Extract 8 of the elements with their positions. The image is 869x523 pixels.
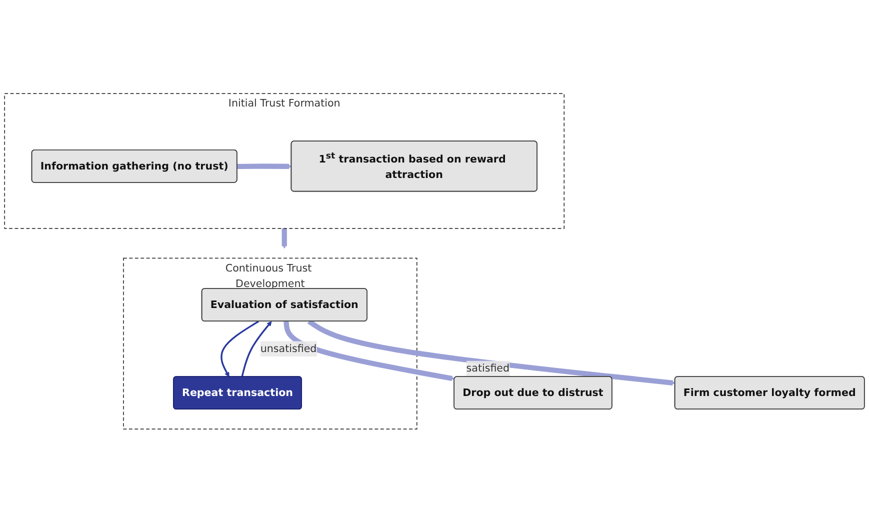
arrow — [241, 321, 272, 378]
arrow — [284, 321, 455, 382]
edge-label: satisfied — [466, 362, 510, 375]
arrow — [282, 228, 287, 249]
arrow — [220, 320, 260, 378]
arrow — [307, 319, 676, 386]
edge-label: unsatisfied — [260, 342, 317, 355]
arrow — [237, 164, 292, 170]
